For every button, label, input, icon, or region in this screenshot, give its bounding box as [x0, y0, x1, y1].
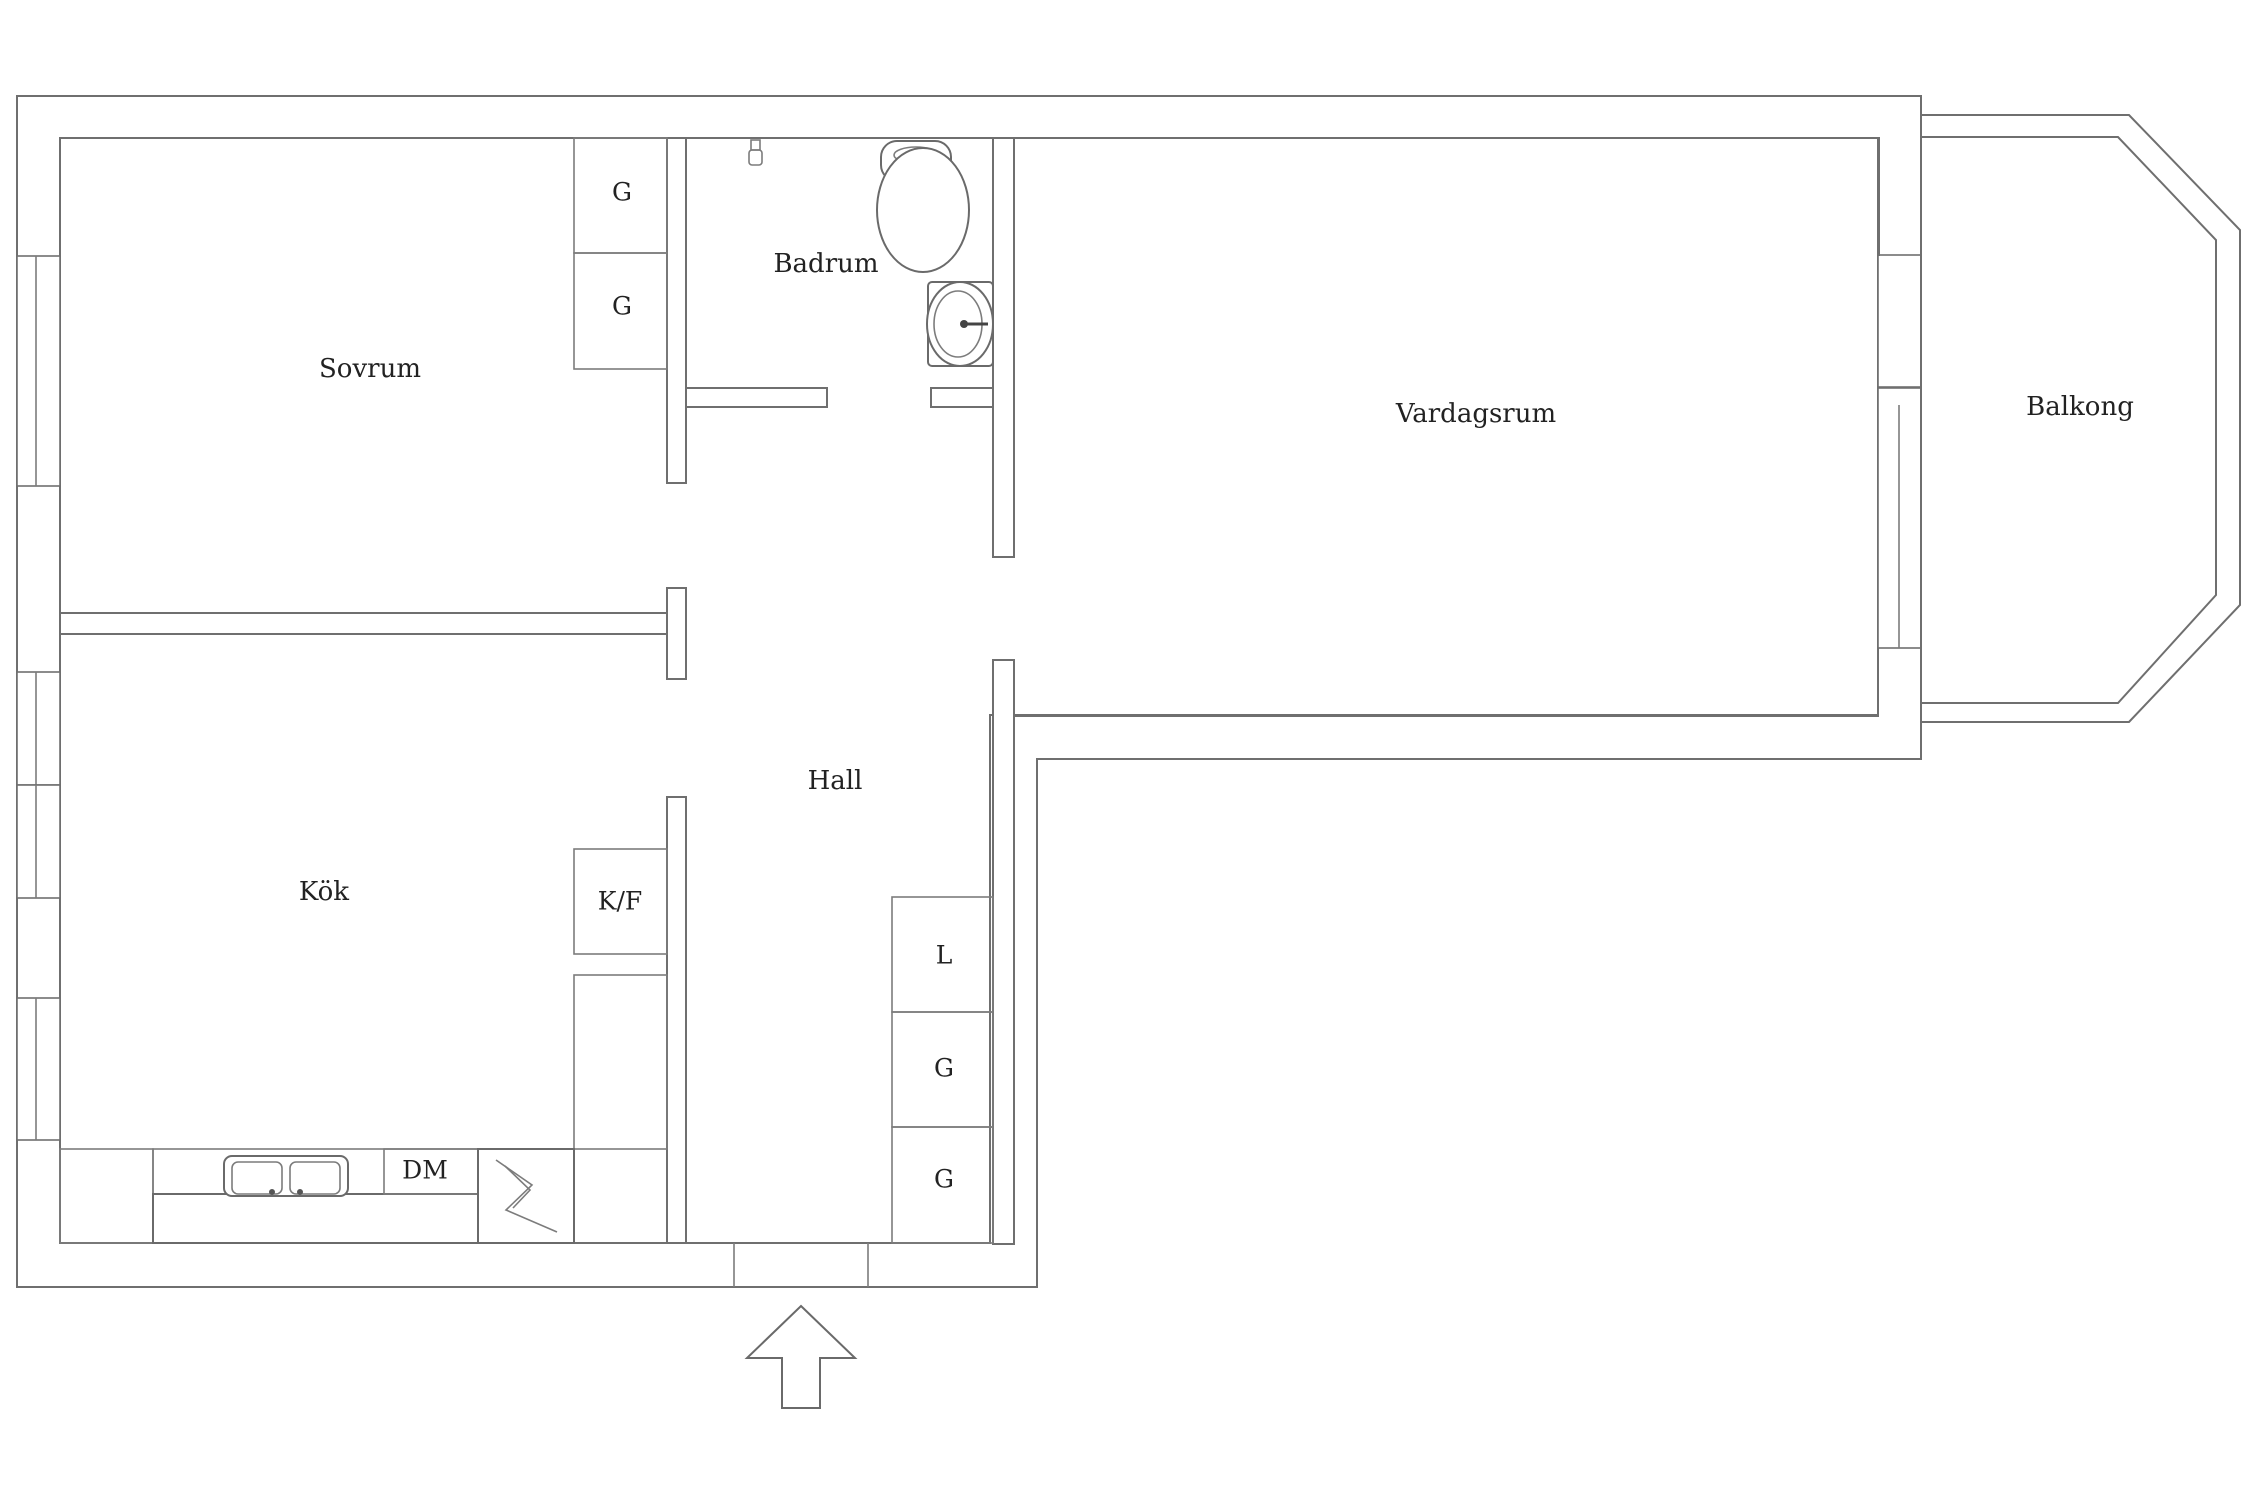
closet-kf-box — [573, 848, 668, 955]
balcony-door — [1877, 254, 1922, 388]
window-sovrum — [16, 255, 61, 487]
closet-label-g: G — [934, 1165, 954, 1194]
closet-label-g: G — [934, 1054, 954, 1083]
window-kok-3 — [16, 997, 61, 1141]
room-label-vardagsrum: Vardagsrum — [1395, 399, 1556, 429]
outer-wall — [16, 95, 1922, 1288]
room-label-badrum: Badrum — [773, 249, 878, 279]
wall-sovrum-hall-main — [59, 612, 668, 635]
wall-stub-hall — [666, 587, 687, 680]
closet-label-g: G — [612, 178, 632, 207]
wall-sovrum-badrum — [666, 137, 687, 484]
entrance-opening — [734, 1244, 868, 1286]
window-kok-2 — [16, 784, 61, 899]
closet-label-kf: K/F — [598, 887, 642, 916]
shower-head-icon — [748, 139, 763, 166]
toilet-icon — [876, 140, 970, 273]
room-label-sovrum: Sovrum — [319, 354, 421, 384]
kitchen-sink — [223, 1155, 349, 1197]
wall-kok-hall — [666, 796, 687, 1244]
entrance-arrow-icon — [744, 1304, 858, 1409]
wardrobe-sovrum — [573, 137, 668, 370]
room-label-hall: Hall — [808, 766, 863, 796]
kitchen-counter — [59, 1148, 575, 1244]
balcony — [1920, 114, 2241, 723]
room-label-kok: Kök — [299, 877, 349, 907]
dishwasher-label: DM — [402, 1156, 448, 1185]
wall-badrum-vardagsrum — [992, 137, 1015, 558]
wall-stub-right-top — [1877, 137, 1880, 256]
wall-hall-vardagsrum — [992, 659, 1015, 1245]
closet-label-l: L — [936, 941, 953, 970]
closet-label-g: G — [612, 292, 632, 321]
wall-badrum-right — [930, 387, 994, 408]
hall-closets — [891, 896, 994, 1244]
wall-badrum-left — [685, 387, 828, 408]
window-vardagsrum — [1877, 387, 1922, 649]
sink-icon — [926, 281, 994, 367]
wall-vardagsrum-bottom — [1013, 714, 1879, 717]
window-kok-1 — [16, 671, 61, 786]
pantry-cabinet — [573, 974, 668, 1150]
room-label-balkong: Balkong — [2026, 392, 2134, 422]
